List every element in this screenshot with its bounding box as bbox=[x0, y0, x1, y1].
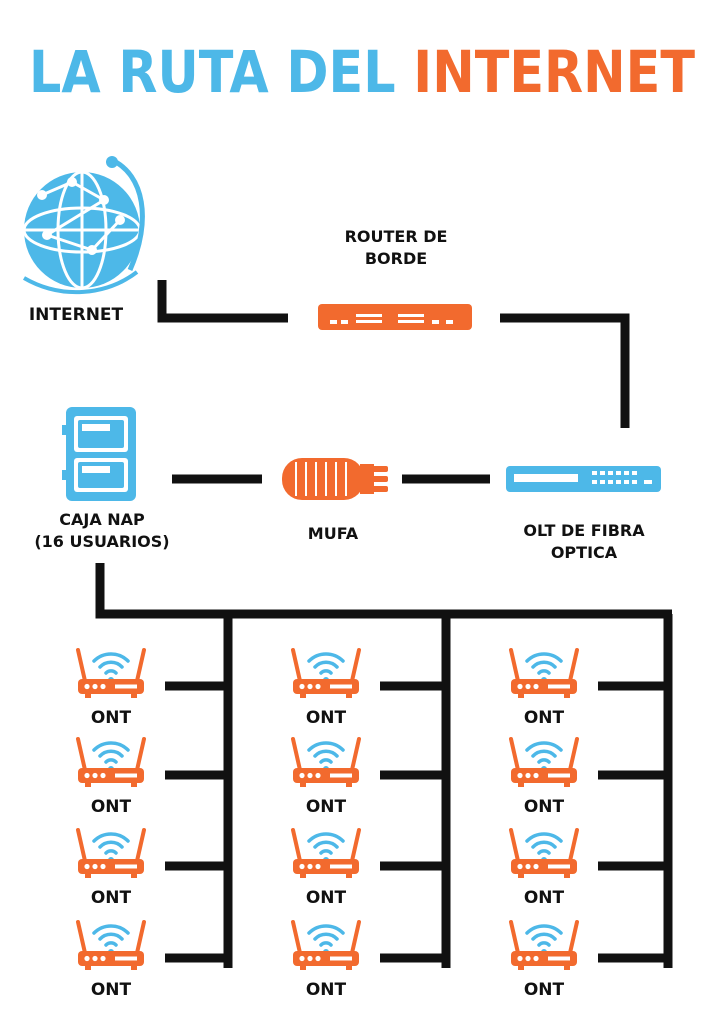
ont-device bbox=[291, 737, 361, 787]
nap-label-line1: CAJA NAP bbox=[59, 510, 145, 529]
ont-body bbox=[511, 679, 577, 694]
ont-device bbox=[291, 920, 361, 970]
wifi-icon bbox=[92, 924, 130, 955]
wifi-icon bbox=[307, 832, 345, 863]
olt-icon bbox=[506, 466, 661, 492]
ont-device bbox=[291, 648, 361, 698]
ont-body bbox=[78, 679, 144, 694]
ont-label: ONT bbox=[524, 888, 565, 908]
connection-lines bbox=[95, 280, 673, 968]
ont-device bbox=[509, 828, 579, 878]
ont-body bbox=[78, 768, 144, 783]
ont-label: ONT bbox=[306, 888, 347, 908]
router-icon bbox=[318, 304, 472, 330]
ont-body bbox=[511, 951, 577, 966]
ont-device bbox=[76, 828, 146, 878]
ont-body bbox=[78, 859, 144, 874]
ont-label: ONT bbox=[306, 797, 347, 817]
wifi-icon bbox=[307, 924, 345, 955]
wifi-icon bbox=[92, 741, 130, 772]
ont-device bbox=[509, 648, 579, 698]
ont-label: ONT bbox=[91, 708, 132, 728]
wifi-icon bbox=[307, 652, 345, 683]
link-internet-router bbox=[157, 280, 288, 323]
ont-body bbox=[78, 951, 144, 966]
ont-body bbox=[293, 951, 359, 966]
wifi-icon bbox=[525, 832, 563, 863]
ont-label: ONT bbox=[306, 708, 347, 728]
title-part-2: INTERNET bbox=[413, 38, 695, 106]
ont-label: ONT bbox=[524, 797, 565, 817]
link-nap-distribution bbox=[95, 563, 672, 619]
ont-device bbox=[291, 828, 361, 878]
mufa-label: MUFA bbox=[308, 524, 359, 543]
wifi-icon bbox=[525, 924, 563, 955]
link-router-olt bbox=[500, 313, 630, 428]
ont-device bbox=[509, 920, 579, 970]
wifi-icon bbox=[92, 832, 130, 863]
olt-label-line1: OLT DE FIBRA bbox=[523, 521, 645, 540]
ont-body bbox=[293, 859, 359, 874]
diagram-title: LA RUTA DEL INTERNET bbox=[29, 38, 695, 106]
wifi-icon bbox=[525, 741, 563, 772]
wifi-icon bbox=[525, 652, 563, 683]
title-part-1: LA RUTA DEL bbox=[29, 38, 396, 106]
router-label-line2: BORDE bbox=[365, 249, 427, 268]
internet-label: INTERNET bbox=[29, 305, 124, 325]
olt-label-line2: OPTICA bbox=[551, 543, 618, 562]
nap-label-line2: (16 USUARIOS) bbox=[34, 532, 169, 551]
wifi-icon bbox=[92, 652, 130, 683]
nap-box-icon bbox=[62, 407, 136, 501]
ont-label: ONT bbox=[91, 888, 132, 908]
ont-label: ONT bbox=[524, 980, 565, 1000]
ont-body bbox=[293, 768, 359, 783]
ont-device bbox=[76, 648, 146, 698]
globe-icon bbox=[22, 156, 145, 295]
ont-device bbox=[76, 737, 146, 787]
ont-label: ONT bbox=[91, 797, 132, 817]
ont-body bbox=[293, 679, 359, 694]
ont-label: ONT bbox=[524, 708, 565, 728]
splice-closure-icon bbox=[282, 458, 388, 500]
wifi-icon bbox=[307, 741, 345, 772]
ont-device bbox=[509, 737, 579, 787]
ont-label: ONT bbox=[91, 980, 132, 1000]
ont-label: ONT bbox=[306, 980, 347, 1000]
ont-body bbox=[511, 768, 577, 783]
router-label-line1: ROUTER DE bbox=[345, 227, 448, 246]
ont-grid: ONT ONT ONT ONT ONT ONT ONT ONT ONT ONT ONT ONT bbox=[76, 648, 668, 1000]
ont-device bbox=[76, 920, 146, 970]
ont-body bbox=[511, 859, 577, 874]
